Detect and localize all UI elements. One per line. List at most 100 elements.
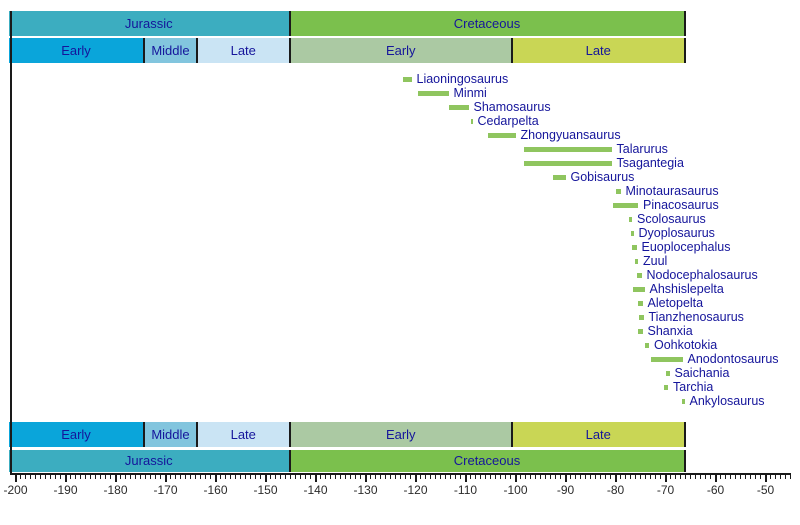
- taxon-label-gobisaurus[interactable]: Gobisaurus: [570, 170, 635, 184]
- axis-minor-tick: [95, 475, 96, 479]
- axis-minor-tick: [655, 475, 656, 479]
- axis-major-tick: [314, 475, 317, 482]
- taxon-label-liaoningosaurus[interactable]: Liaoningosaurus: [416, 72, 509, 86]
- axis-minor-tick: [750, 475, 751, 479]
- taxon-label-talarurus[interactable]: Talarurus: [616, 142, 668, 156]
- axis-minor-tick: [585, 475, 586, 479]
- band-label: Late: [585, 427, 611, 442]
- taxon-label-tsagantegia[interactable]: Tsagantegia: [616, 156, 684, 170]
- axis-minor-tick: [90, 475, 91, 479]
- band-label: Early: [61, 43, 91, 58]
- axis-minor-tick: [60, 475, 61, 479]
- taxon-range-bar-gobisaurus: [553, 174, 566, 180]
- axis-tick-label: -90: [556, 483, 575, 497]
- taxon-label-anodontosaurus[interactable]: Anodontosaurus: [687, 352, 779, 366]
- taxon-label-euoplocephalus[interactable]: Euoplocephalus: [641, 240, 731, 254]
- taxon-label-zhongyuansaurus[interactable]: Zhongyuansaurus: [520, 128, 621, 142]
- axis-minor-tick: [125, 475, 126, 479]
- taxon-label-zuul[interactable]: Zuul: [643, 254, 668, 268]
- axis-minor-tick: [445, 475, 446, 479]
- axis-minor-tick: [475, 475, 476, 479]
- epoch-segment-early: Early: [9, 422, 145, 447]
- axis-minor-tick: [725, 475, 726, 479]
- axis-minor-tick: [240, 475, 241, 479]
- taxon-label-cedarpelta[interactable]: Cedarpelta: [477, 114, 539, 128]
- axis-minor-tick: [70, 475, 71, 479]
- taxon-label-ahshislepelta[interactable]: Ahshislepelta: [649, 282, 724, 296]
- axis-major-tick: [414, 475, 417, 482]
- axis-minor-tick: [200, 475, 201, 479]
- taxon-label-minotaurasaurus[interactable]: Minotaurasaurus: [625, 184, 719, 198]
- taxon-range-bar-tianzhenosaurus: [639, 314, 644, 320]
- axis-minor-tick: [210, 475, 211, 479]
- taxon-label-tarchia[interactable]: Tarchia: [673, 380, 714, 394]
- axis-minor-tick: [225, 475, 226, 479]
- axis-minor-tick: [555, 475, 556, 479]
- axis-minor-tick: [610, 475, 611, 479]
- taxon-label-tianzhenosaurus[interactable]: Tianzhenosaurus: [648, 310, 744, 324]
- axis-tick-label: -100: [503, 483, 528, 497]
- axis-minor-tick: [685, 475, 686, 479]
- taxon-label-shanxia[interactable]: Shanxia: [647, 324, 693, 338]
- axis-tick-label: -200: [3, 483, 28, 497]
- taxon-label-pinacosaurus[interactable]: Pinacosaurus: [643, 198, 719, 212]
- taxon-range-bar-aletopelta: [638, 300, 643, 306]
- axis-minor-tick: [430, 475, 431, 479]
- period-segment-cretaceous: Cretaceous: [290, 449, 686, 472]
- taxon-label-oohkotokia[interactable]: Oohkotokia: [654, 338, 718, 352]
- axis-minor-tick: [335, 475, 336, 479]
- taxon-range-bar-ahshislepelta: [633, 286, 645, 292]
- axis-major-tick: [64, 475, 67, 482]
- taxon-range-bar-zhongyuansaurus: [488, 132, 516, 138]
- taxon-label-scolosaurus[interactable]: Scolosaurus: [637, 212, 706, 226]
- axis-minor-tick: [400, 475, 401, 479]
- axis-minor-tick: [755, 475, 756, 479]
- axis-minor-tick: [295, 475, 296, 479]
- taxon-range-bar-ankylosaurus: [682, 398, 685, 404]
- axis-minor-tick: [775, 475, 776, 479]
- axis-minor-tick: [790, 475, 791, 479]
- axis-minor-tick: [355, 475, 356, 479]
- axis-minor-tick: [630, 475, 631, 479]
- axis-minor-tick: [140, 475, 141, 479]
- taxon-label-aletopelta[interactable]: Aletopelta: [647, 296, 704, 310]
- taxon-label-dyoplosaurus[interactable]: Dyoplosaurus: [638, 226, 715, 240]
- axis-minor-tick: [285, 475, 286, 479]
- taxon-range-bar-euoplocephalus: [632, 244, 637, 250]
- axis-minor-tick: [740, 475, 741, 479]
- axis-minor-tick: [280, 475, 281, 479]
- axis-minor-tick: [605, 475, 606, 479]
- taxon-label-saichania[interactable]: Saichania: [674, 366, 730, 380]
- band-label: Late: [230, 43, 256, 58]
- taxon-range-bar-tarchia: [663, 384, 668, 390]
- axis-minor-tick: [690, 475, 691, 479]
- taxon-range-bar-anodontosaurus: [650, 356, 683, 362]
- taxon-label-nodocephalosaurus[interactable]: Nodocephalosaurus: [646, 268, 758, 282]
- taxon-range-bar-cedarpelta: [470, 118, 473, 124]
- taxon-range-bar-oohkotokia: [644, 342, 649, 348]
- axis-tick-label: -150: [253, 483, 278, 497]
- axis-minor-tick: [705, 475, 706, 479]
- axis-minor-tick: [205, 475, 206, 479]
- taxon-label-ankylosaurus[interactable]: Ankylosaurus: [689, 394, 765, 408]
- taxon-range-bar-nodocephalosaurus: [637, 272, 642, 278]
- axis-minor-tick: [680, 475, 681, 479]
- axis-minor-tick: [460, 475, 461, 479]
- taxon-label-minmi[interactable]: Minmi: [453, 86, 487, 100]
- axis-minor-tick: [310, 475, 311, 479]
- axis-minor-tick: [180, 475, 181, 479]
- axis-minor-tick: [160, 475, 161, 479]
- axis-minor-tick: [345, 475, 346, 479]
- axis-minor-tick: [535, 475, 536, 479]
- taxon-label-shamosaurus[interactable]: Shamosaurus: [473, 100, 551, 114]
- axis-minor-tick: [405, 475, 406, 479]
- axis-major-tick: [114, 475, 117, 482]
- axis-minor-tick: [105, 475, 106, 479]
- axis-minor-tick: [130, 475, 131, 479]
- taxon-range-bar-saichania: [665, 370, 670, 376]
- axis-tick-label: -180: [103, 483, 128, 497]
- band-label: Late: [230, 427, 256, 442]
- axis-minor-tick: [505, 475, 506, 479]
- axis-major-tick: [564, 475, 567, 482]
- band-label: Jurassic: [124, 453, 173, 468]
